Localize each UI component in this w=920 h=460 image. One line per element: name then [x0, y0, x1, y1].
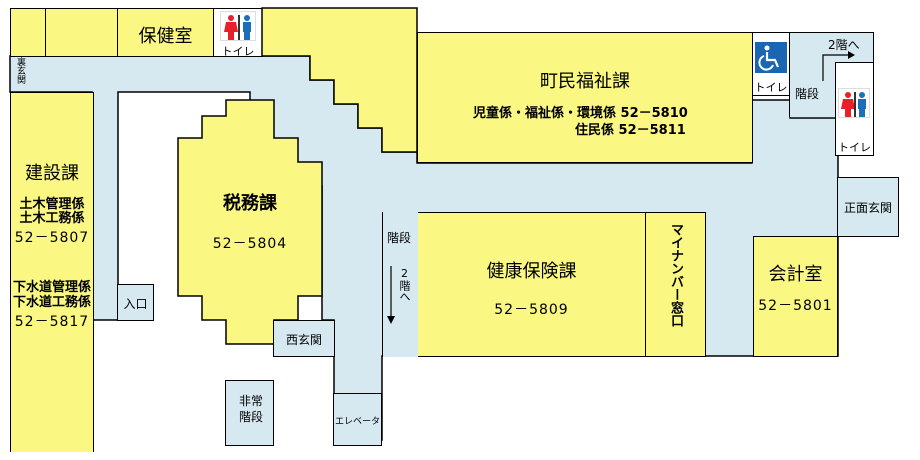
entrance-label: 入口	[123, 297, 148, 311]
entrance[interactable]: 入口	[117, 284, 154, 321]
room-kaikei-label: 会計室	[768, 264, 823, 285]
restroom-sign-icon	[220, 11, 256, 41]
elevator-label: エレベータ	[334, 417, 380, 427]
elevator[interactable]: エレベータ	[333, 393, 382, 446]
room-kensetsu-phone1: 52－5807	[14, 230, 90, 246]
west-entrance[interactable]: 西玄関	[273, 320, 335, 357]
room-top-left	[45, 8, 118, 57]
room-zeimu-label: 税務課	[223, 193, 277, 214]
toilet-top-label: トイレ	[221, 45, 255, 58]
room-kensetsu-group1-a: 土木管理係	[19, 197, 85, 212]
toilet-right-label: トイレ	[838, 141, 871, 154]
room-mynumber-label: マイナンバー窓口	[668, 223, 683, 327]
room-kensetsu-group1-b: 土木工務係	[19, 211, 85, 226]
east-entrance[interactable]: 正面玄関	[837, 177, 899, 237]
stairs-top-label: 階段	[795, 87, 820, 101]
room-chomin-label: 町民福祉課	[540, 71, 630, 92]
north-entrance-label: 裏玄関	[15, 57, 25, 84]
room-kenko-hoken: 健康保険課 52－5809	[417, 212, 646, 357]
room-zeimu-phone: 52－5804	[212, 236, 288, 252]
room-kensetsu: 建設課 土木管理係 土木工務係 52－5807 下水道管理係 下水道工務係 52…	[10, 92, 94, 452]
room-kensetsu-label: 建設課	[25, 163, 79, 184]
toilet-accessible: トイレ	[752, 32, 790, 96]
restroom-sign-right-icon	[838, 88, 870, 118]
room-kenko-phone: 52－5809	[494, 302, 569, 318]
emergency-stairs-label: 非常階段	[239, 394, 264, 424]
room-kensetsu-phone2: 52－5817	[14, 314, 90, 330]
stairs-center-label: 階段	[387, 231, 412, 245]
stairs-center: 階段 2階へ	[382, 212, 418, 357]
room-chomin-line1: 児童係・福祉係・環境係 52－5810	[473, 106, 688, 121]
wheelchair-icon	[755, 42, 787, 73]
east-entrance-label: 正面玄関	[843, 201, 892, 215]
toilet-top: トイレ	[213, 8, 263, 58]
arrow-down-icon	[387, 266, 395, 324]
room-kaikei-phone: 52－5801	[758, 298, 833, 314]
room-mynumber-window: マイナンバー窓口	[645, 212, 706, 357]
room-kensetsu-group2-a: 下水道管理係	[12, 280, 91, 295]
toilet-accessible-label: トイレ	[754, 81, 788, 94]
emergency-stairs[interactable]: 非常階段	[225, 380, 274, 446]
west-entrance-label: 西玄関	[285, 333, 322, 347]
room-kenko-label: 健康保険課	[486, 261, 577, 282]
stairs-top-arrow-label: 2階へ	[828, 38, 860, 52]
room-hoken-label: 保健室	[138, 26, 193, 47]
room-kaikei: 会計室 52－5801	[753, 236, 838, 357]
arrow-right-icon	[822, 51, 855, 81]
room-kensetsu-group2-b: 下水道工務係	[12, 295, 91, 310]
room-chomin-fukushi: 町民福祉課 児童係・福祉係・環境係 52－5810 住民係 52－5811	[417, 32, 753, 163]
toilet-right: トイレ	[835, 62, 874, 156]
room-chomin-line2: 住民係 52－5811	[575, 123, 686, 138]
stairs-center-arrow-label: 2階へ	[398, 267, 411, 302]
